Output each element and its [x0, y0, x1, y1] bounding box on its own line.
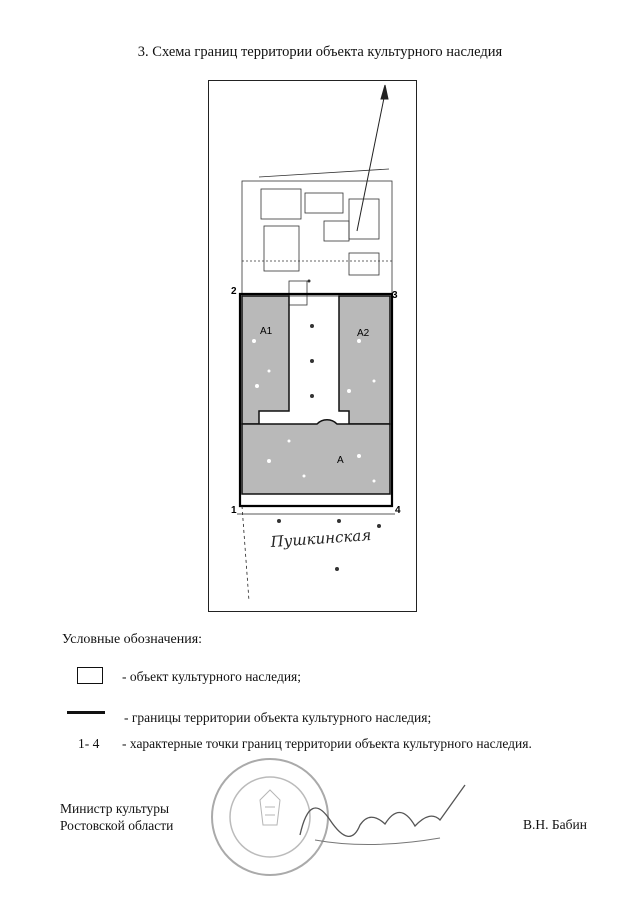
signatory-position: Министр культуры Ростовской области [60, 800, 173, 834]
zone-label-a1: А1 [260, 326, 273, 337]
handwritten-signature [290, 780, 480, 865]
legend-point-code: 1- 4 [78, 736, 100, 751]
zone-a2 [338, 295, 391, 425]
official-seal [205, 755, 335, 885]
boundary-point-2: 2 [231, 286, 237, 297]
boundary-point-1: 1 [231, 505, 237, 516]
signatory-name: В.Н. Бабин [523, 817, 587, 832]
line-icon [67, 711, 105, 714]
page-title: 3. Схема границ территории объекта культ… [137, 44, 503, 60]
signatory-position-line1: Министр культуры [60, 801, 170, 816]
legend-item-boundary: - границы территории объекта культурного… [124, 710, 432, 725]
signatory-position-line2: Ростовской области [60, 818, 174, 833]
box-icon [77, 667, 103, 684]
street-edge [237, 505, 395, 602]
zone-a [241, 419, 391, 495]
zone-label-a2: А2 [357, 328, 370, 339]
heritage-territory [238, 279, 394, 571]
north-arrow-icon [356, 84, 389, 232]
legend-item-heritage-object: - объект культурного наследия; [122, 669, 302, 684]
boundary-point-3: 3 [392, 290, 398, 301]
neighbour-plot-sketch [241, 168, 393, 306]
street-label: Пушкинская [269, 526, 372, 551]
zone-label-a: А [337, 455, 344, 466]
zone-a1 [241, 295, 290, 425]
legend-item-points: - характерные точки границ территории об… [122, 736, 532, 751]
boundary-point-4: 4 [395, 505, 401, 516]
legend-title: Условные обозначения: [62, 632, 203, 647]
boundary-map: 1 2 3 4 А1 А2 А Пушкинская [208, 80, 417, 612]
territory-boundary [238, 292, 394, 508]
